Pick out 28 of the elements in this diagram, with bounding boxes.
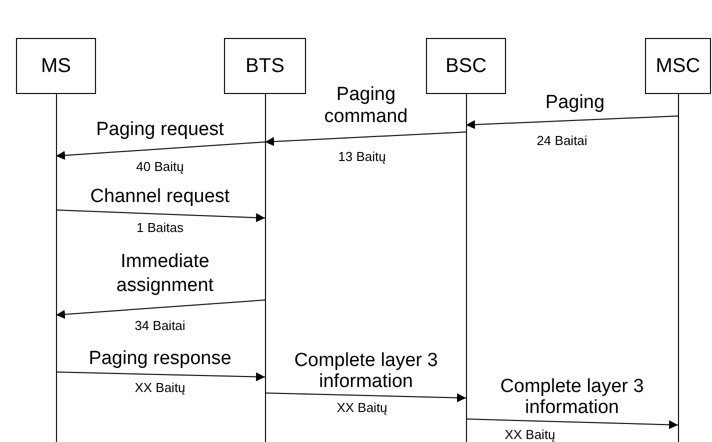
message-arrow xyxy=(56,210,266,222)
byte-count: XX Baitų xyxy=(336,400,388,415)
message-label: Channel request xyxy=(89,186,231,208)
byte-count: 34 Baitai xyxy=(134,318,186,333)
entity-box: MS xyxy=(16,38,96,94)
message-label: Immediate assignment xyxy=(115,250,215,298)
message-label: Paging command xyxy=(323,84,409,128)
byte-count: XX Baitų xyxy=(134,380,186,395)
byte-count: 1 Baitas xyxy=(136,220,184,235)
message-label: Paging request xyxy=(95,119,225,141)
entity-box: BSC xyxy=(426,38,506,94)
message-label: Paging response xyxy=(88,348,232,370)
message-arrow xyxy=(264,132,466,146)
message-arrow xyxy=(56,372,266,382)
message-arrow xyxy=(466,418,678,430)
entity-box: BTS xyxy=(224,38,306,94)
message-label: Complete layer 3 information xyxy=(499,376,645,418)
message-arrow xyxy=(56,300,266,319)
byte-count: 40 Baitų xyxy=(136,159,184,174)
byte-count: 13 Baitų xyxy=(338,149,386,164)
message-arrow xyxy=(56,142,266,160)
byte-count: 24 Baitai xyxy=(536,133,588,148)
entity-box: MSC xyxy=(645,38,711,94)
message-arrow xyxy=(466,116,678,130)
message-label: Paging xyxy=(544,92,606,114)
message-label: Complete layer 3 information xyxy=(293,350,439,392)
byte-count: XX Baitų xyxy=(504,427,556,442)
message-arrow xyxy=(264,392,466,402)
